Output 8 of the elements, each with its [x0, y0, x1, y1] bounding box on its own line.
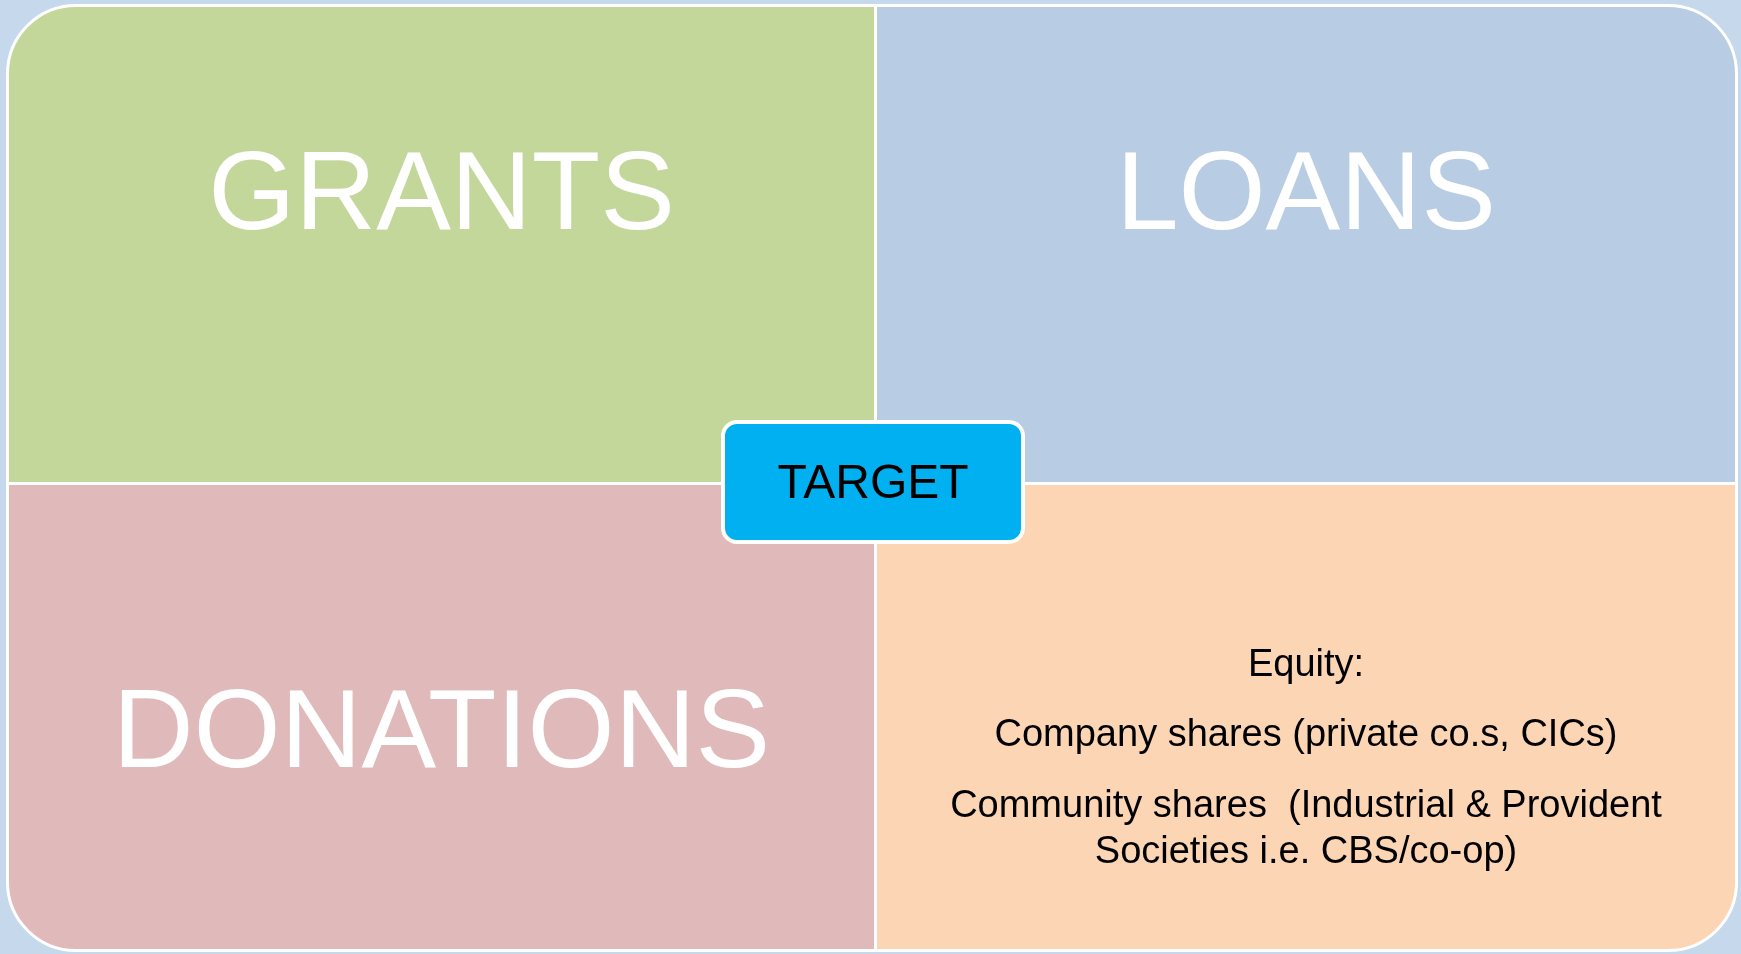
label-text: GRANTS	[208, 135, 675, 247]
label-text: LOANS	[1116, 135, 1496, 247]
target-box	[721, 420, 1025, 544]
label-text: TARGET	[777, 458, 969, 506]
body-text: Community shares (Industrial & Provident Societies i.e. CBS/co-op)	[949, 782, 1663, 873]
label-text: DONATIONS	[112, 673, 771, 785]
body-text: Company shares (private co.s, CICs)	[994, 710, 1618, 756]
heading-text: Equity:	[1247, 641, 1365, 686]
